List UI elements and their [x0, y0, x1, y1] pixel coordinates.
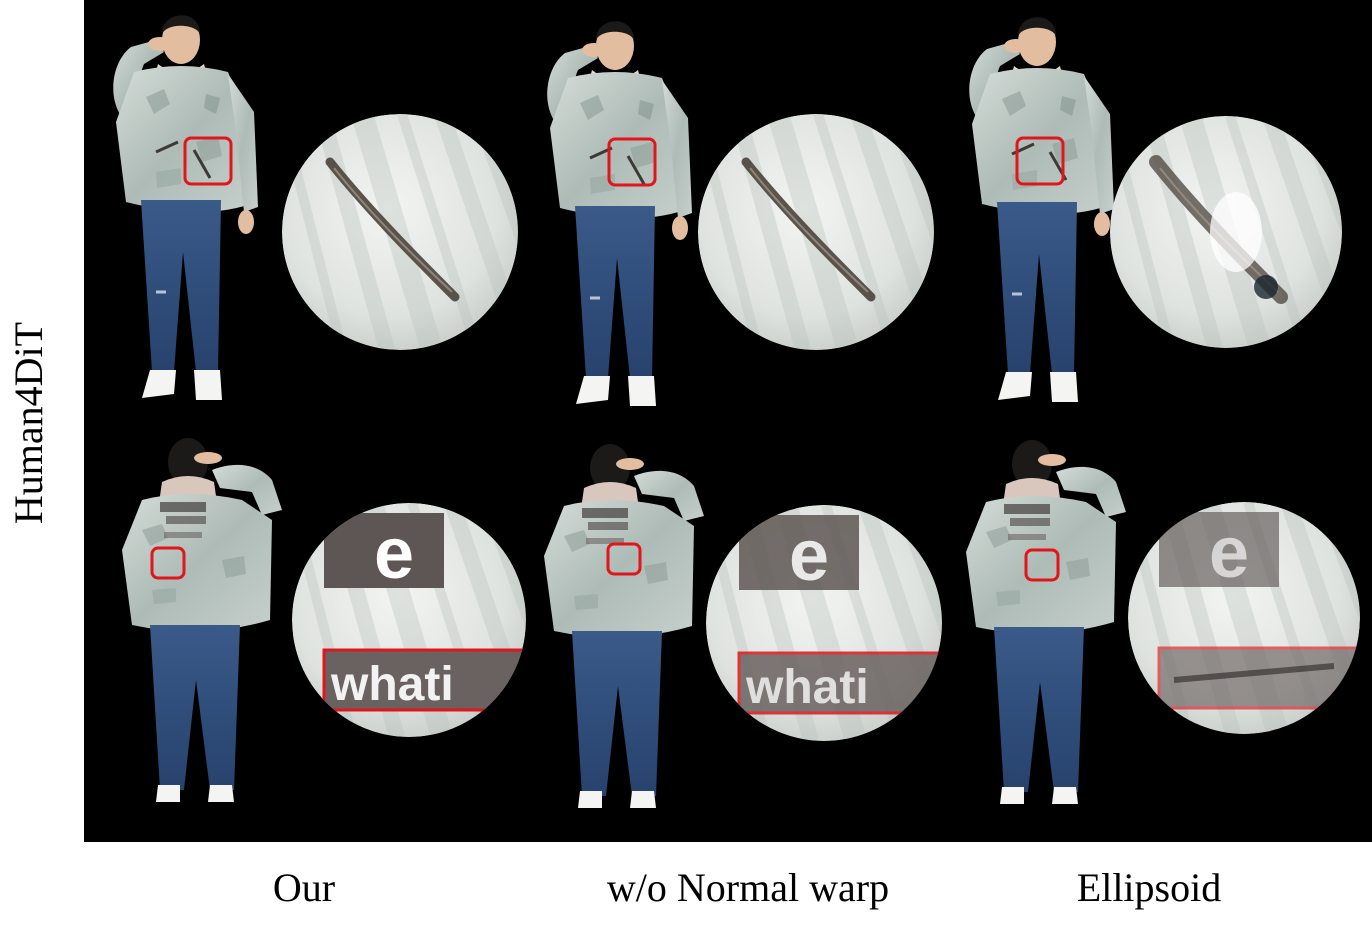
- person-back-wo-normal-warp: [544, 444, 704, 808]
- person-front-our: [111, 13, 260, 402]
- highlight-box-back-our: [150, 546, 186, 580]
- zoom-circle-back-ellipsoid: e: [1128, 502, 1360, 734]
- zoom-circle-back-our: e whati: [292, 503, 526, 737]
- patch-word-wo-normal-warp: whati: [745, 661, 869, 714]
- row-label-human4dit: Human4DiT: [6, 321, 51, 525]
- highlight-box-front-wo-normal-warp: [607, 137, 657, 187]
- zoom-circle-front-ellipsoid: [1110, 116, 1342, 348]
- patch-word-ellipsoid-blurred: [1173, 663, 1335, 683]
- person-front-wo-normal-warp: [545, 19, 694, 408]
- zoom-circle-back-wo-normal-warp: e whati: [706, 505, 942, 741]
- highlight-box-front-ellipsoid: [1015, 136, 1065, 186]
- person-back-ellipsoid: [966, 440, 1126, 804]
- zoom-circle-front-our: [282, 114, 518, 350]
- person-back-our: [122, 438, 282, 802]
- figure-canvas: e whati e whati e: [111, 13, 1360, 808]
- highlight-box-back-ellipsoid: [1024, 548, 1060, 582]
- patch-letter-wo-normal-warp: e: [789, 516, 829, 596]
- zoom-circle-front-wo-normal-warp: [698, 114, 934, 350]
- caption-wo-normal-warp: w/o Normal warp: [606, 865, 890, 910]
- caption-our: Our: [272, 865, 336, 910]
- patch-letter-ellipsoid: e: [1209, 513, 1249, 593]
- caption-ellipsoid: Ellipsoid: [1076, 865, 1222, 910]
- highlight-box-front-our: [183, 136, 233, 186]
- person-front-ellipsoid: [967, 15, 1116, 404]
- patch-word-our: whati: [330, 658, 454, 711]
- comparison-figure: e whati e whati e: [84, 0, 1372, 842]
- patch-letter-our: e: [374, 514, 414, 594]
- highlight-box-back-wo-normal-warp: [606, 542, 642, 576]
